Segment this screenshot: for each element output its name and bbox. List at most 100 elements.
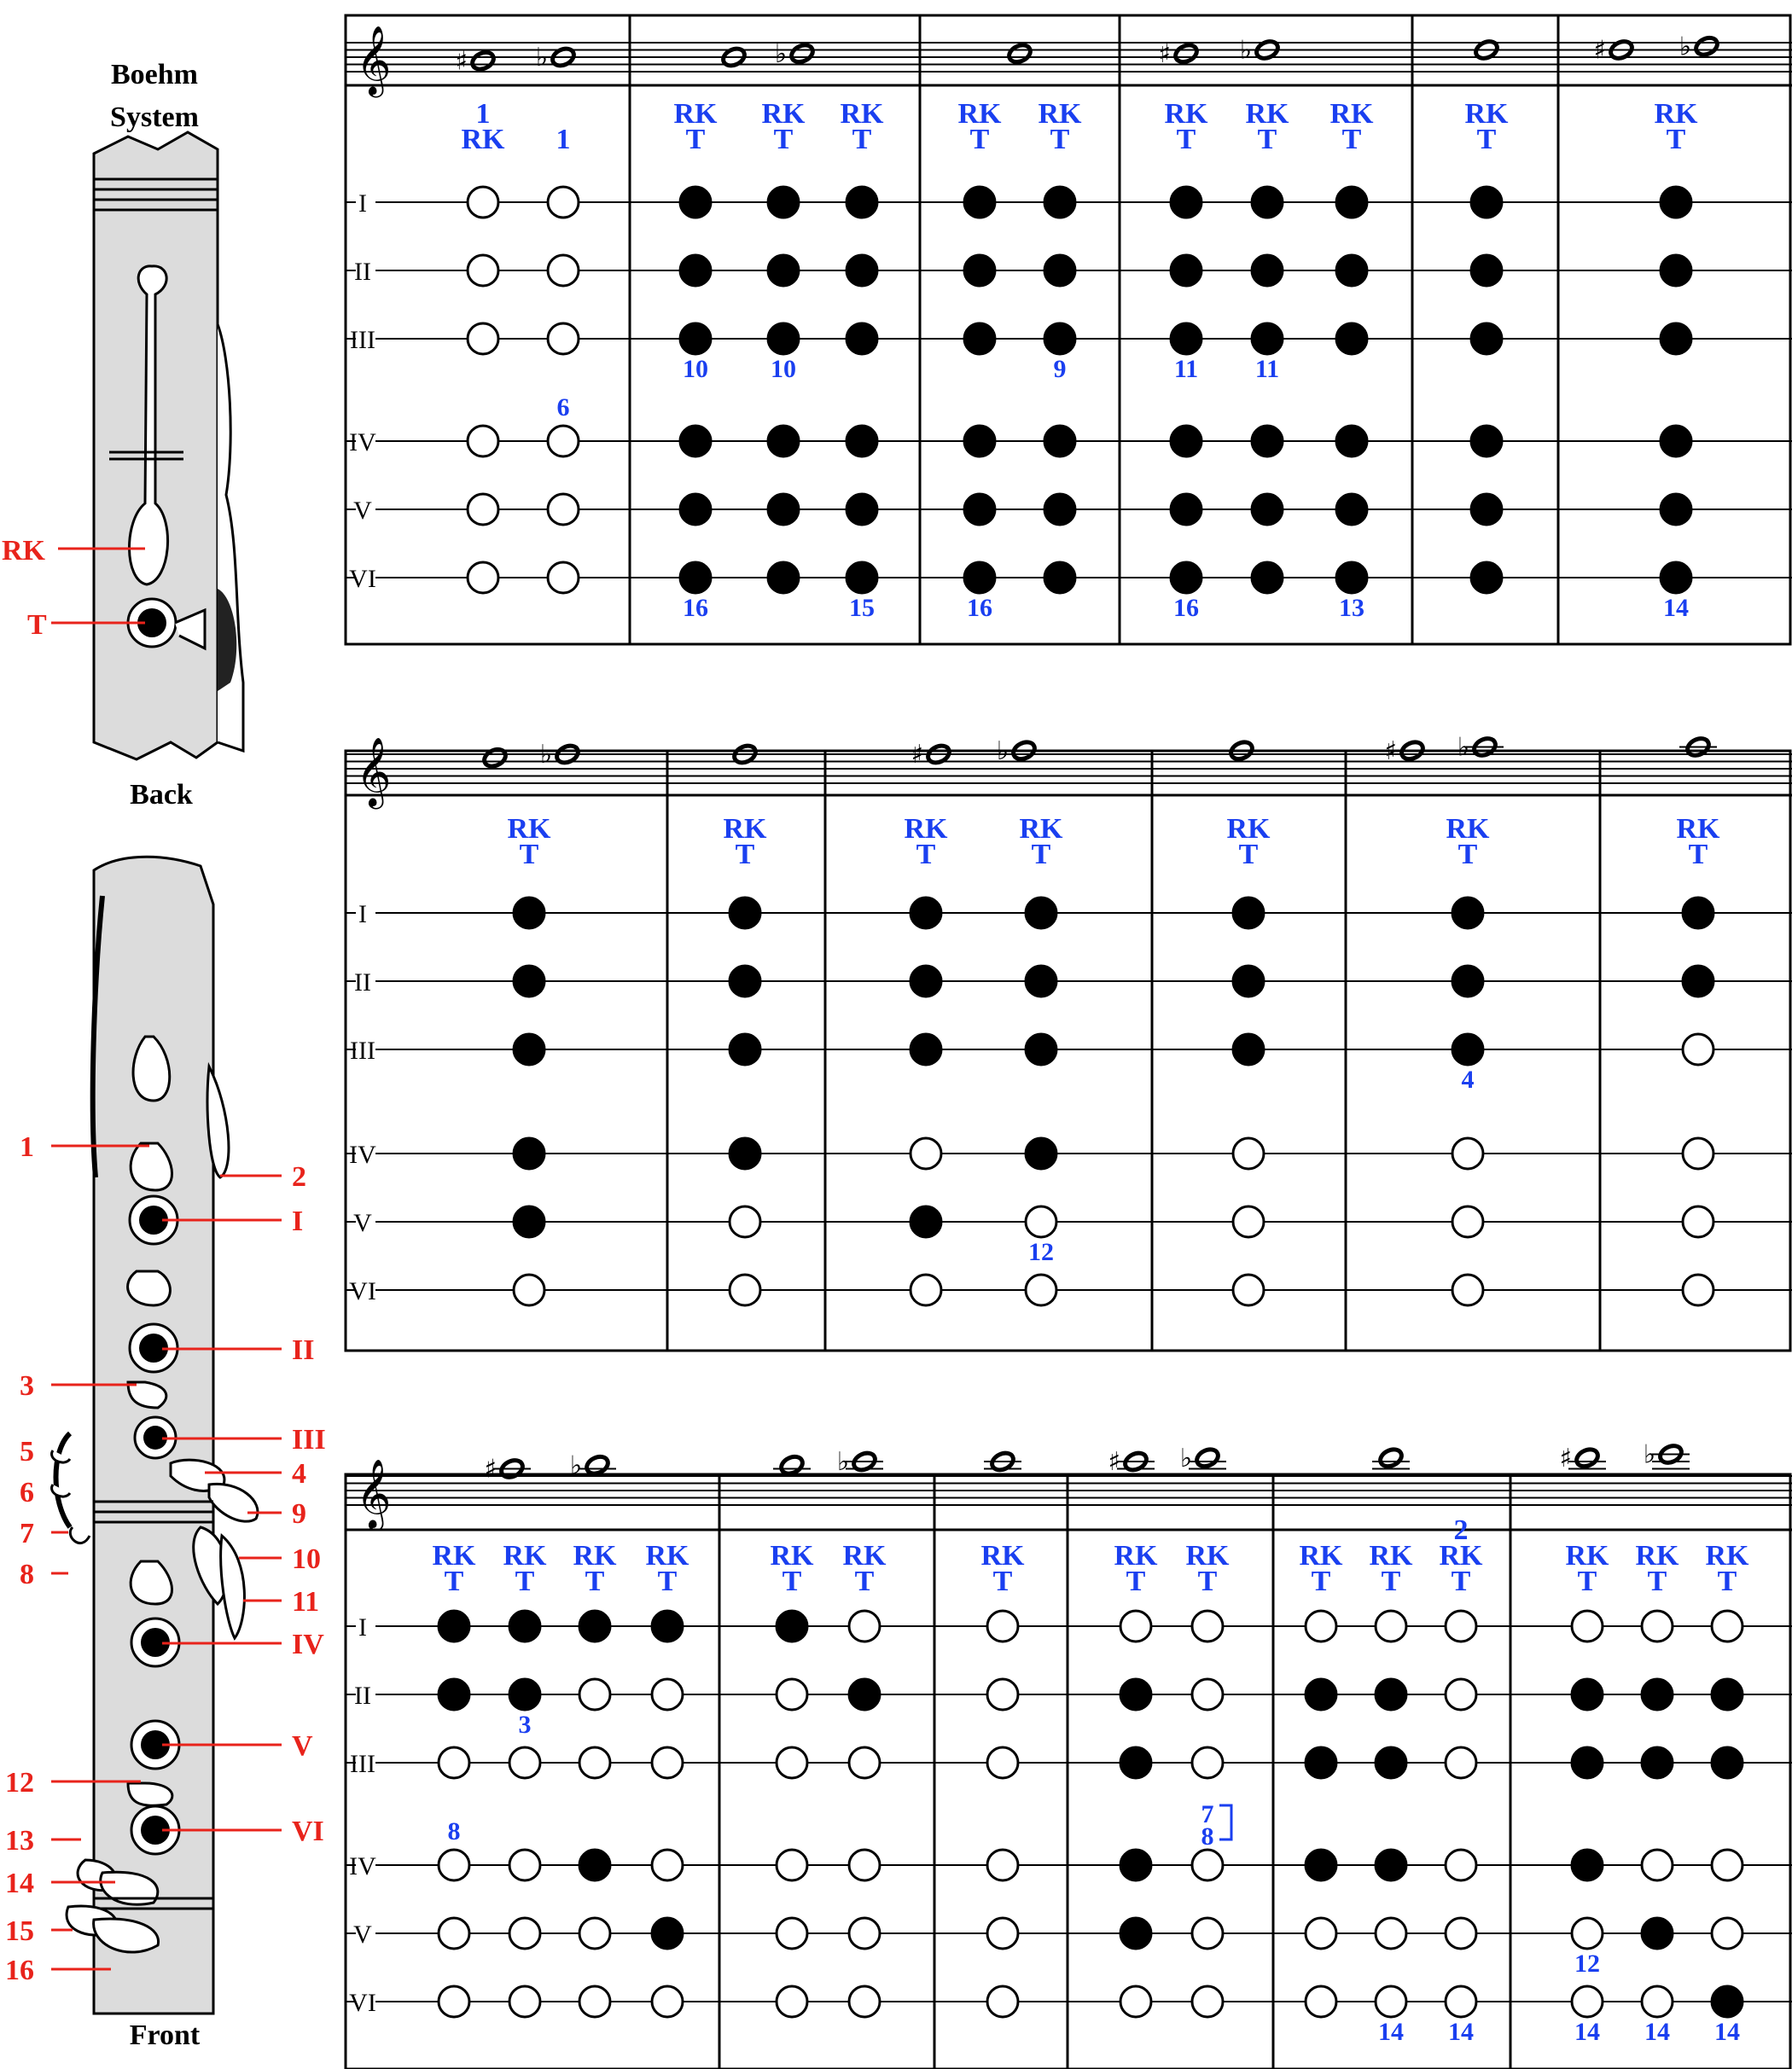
callout-11: 11 bbox=[292, 1586, 319, 1618]
chart-frame bbox=[344, 749, 1792, 1352]
clarinet-illustration-panel: Boehm System Back RK T bbox=[2, 59, 326, 2051]
hole-open bbox=[437, 1916, 471, 1950]
whole-note: ♭ bbox=[1240, 36, 1280, 66]
hole-closed bbox=[1681, 896, 1715, 930]
trill-key-number: 11 bbox=[1174, 355, 1198, 383]
hole-closed bbox=[728, 896, 762, 930]
key-label: T bbox=[916, 839, 936, 870]
hole-closed bbox=[1469, 424, 1504, 458]
callout-9: 9 bbox=[292, 1498, 306, 1530]
hole-label-V: V bbox=[353, 1209, 372, 1237]
trill-key-number: 8 bbox=[1201, 1822, 1214, 1851]
key-label: RK bbox=[1300, 1540, 1344, 1572]
note-head bbox=[779, 1454, 805, 1476]
hole-closed bbox=[1659, 424, 1693, 458]
callout-12: 12 bbox=[5, 1767, 34, 1799]
hole-open bbox=[1190, 1746, 1225, 1780]
treble-clef: 𝄞 bbox=[356, 1458, 391, 1531]
hole-open bbox=[546, 492, 580, 526]
trill-key-number: 11 bbox=[1255, 355, 1279, 383]
accidental: ♭ bbox=[540, 740, 552, 770]
hole-closed bbox=[1250, 253, 1284, 288]
hole-closed bbox=[1681, 964, 1715, 998]
key-label: 1 bbox=[476, 98, 491, 130]
hole-label-III: III bbox=[350, 326, 375, 354]
hole-closed bbox=[845, 253, 879, 288]
hole-label-VI: VI bbox=[349, 1277, 376, 1305]
fingering-column: RKT bbox=[724, 813, 767, 1307]
key-label: 2 bbox=[1454, 1514, 1469, 1546]
accidental: ♭ bbox=[1240, 36, 1252, 66]
hole-closed bbox=[1640, 1677, 1674, 1712]
accidental: ♯ bbox=[484, 1455, 497, 1485]
hole-closed bbox=[678, 561, 713, 595]
clarinet-back-view bbox=[92, 131, 245, 761]
whole-note: ♯ bbox=[911, 740, 951, 770]
hole-closed bbox=[1250, 492, 1284, 526]
key-label: RK bbox=[1706, 1540, 1750, 1572]
hole-label-II: II bbox=[354, 968, 371, 997]
hole-closed bbox=[963, 561, 997, 595]
hole-open bbox=[847, 1916, 881, 1950]
hole-closed bbox=[1043, 424, 1077, 458]
hole-open bbox=[1710, 1609, 1744, 1643]
accidental: ♭ bbox=[536, 43, 548, 73]
treble-clef: 𝄞 bbox=[356, 25, 391, 97]
callout-14: 14 bbox=[5, 1868, 34, 1899]
hole-closed bbox=[512, 1136, 546, 1171]
callout-4: 4 bbox=[292, 1458, 306, 1490]
hole-open bbox=[909, 1273, 943, 1307]
accidental: ♭ bbox=[997, 736, 1009, 766]
key-label: RK bbox=[1020, 813, 1064, 845]
hole-open bbox=[775, 1985, 809, 2019]
hole-open bbox=[578, 1746, 612, 1780]
fingering-column: RKT bbox=[508, 813, 551, 1307]
hole-closed bbox=[1169, 253, 1203, 288]
hole-closed bbox=[1335, 322, 1369, 356]
hole-closed bbox=[845, 492, 879, 526]
hole-closed bbox=[1250, 322, 1284, 356]
hole-closed bbox=[1169, 424, 1203, 458]
whole-note: ♯ bbox=[1108, 1447, 1155, 1477]
hole-open bbox=[650, 1746, 684, 1780]
hole-open bbox=[1710, 1916, 1744, 1950]
hole-open bbox=[1640, 1609, 1674, 1643]
whole-note bbox=[1372, 1447, 1410, 1470]
hole-label-III: III bbox=[350, 1037, 375, 1065]
key-label: T bbox=[855, 1566, 875, 1597]
trill-key-number: 13 bbox=[1339, 594, 1364, 622]
key-label: RK bbox=[1655, 98, 1699, 130]
hole-closed bbox=[1231, 896, 1265, 930]
hole-closed bbox=[1570, 1677, 1604, 1712]
clarinet-front-view bbox=[50, 855, 259, 2015]
hole-open bbox=[1190, 1609, 1225, 1643]
key-label: T bbox=[1477, 124, 1497, 155]
key-label: RK bbox=[573, 1540, 618, 1572]
hole-label-VI: VI bbox=[349, 565, 376, 593]
note-head bbox=[482, 747, 508, 769]
callout-t: T bbox=[27, 609, 47, 641]
key-label: T bbox=[1458, 839, 1478, 870]
hole-closed bbox=[909, 964, 943, 998]
hole-open bbox=[1304, 1609, 1338, 1643]
hole-closed bbox=[1469, 253, 1504, 288]
hole-closed bbox=[1119, 1848, 1153, 1882]
hole-open bbox=[1640, 1985, 1674, 2019]
hole-open bbox=[847, 1609, 881, 1643]
key-label: T bbox=[445, 1566, 464, 1597]
treble-clef: 𝄞 bbox=[356, 736, 391, 809]
key-label: T bbox=[970, 124, 990, 155]
hole-closed bbox=[1710, 1677, 1744, 1712]
hole-label-I: I bbox=[358, 189, 367, 218]
note-head bbox=[1574, 1447, 1600, 1469]
fingering-column: RKT bbox=[646, 1540, 689, 2019]
callout-I: I bbox=[292, 1206, 303, 1237]
key-label: RK bbox=[1465, 98, 1510, 130]
note-head bbox=[926, 743, 951, 765]
hole-closed bbox=[1250, 424, 1284, 458]
